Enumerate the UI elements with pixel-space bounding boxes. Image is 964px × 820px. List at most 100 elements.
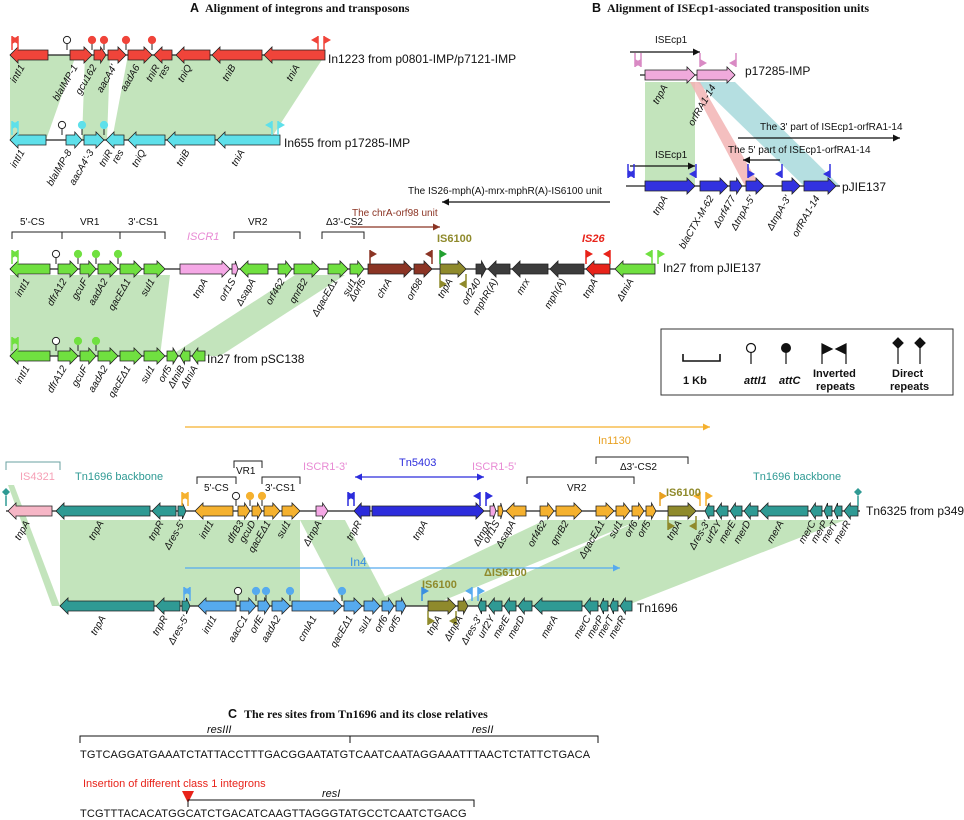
row-name-in1223: In1223 from p0801-IMP/p7121-IMP — [328, 52, 516, 66]
gene-sul1b-r3 — [349, 259, 365, 279]
atti1-r5 — [231, 491, 241, 506]
legend-direct-repeat-right — [914, 337, 926, 364]
shade-isecp1-tnpA — [645, 82, 695, 186]
legend-direct-line1: Direct — [892, 368, 924, 380]
isecp1-label-bottom: ISEcp1 — [655, 150, 688, 161]
gene-dfrA12-r3 — [57, 260, 79, 278]
shade-tni-module — [112, 55, 325, 140]
gene-aacC1-r6 — [239, 596, 257, 616]
ir-r6-is6100-bottom-right — [449, 611, 457, 625]
part3-arrow — [738, 134, 900, 142]
gene-dfrB3-r5 — [237, 501, 251, 521]
seg-label-3cs1-r3: 3'-CS1 — [128, 217, 159, 228]
gene-orf1S-r3 — [231, 260, 239, 278]
gene-aacA4-r1 — [107, 46, 127, 64]
is26-unit-label: The IS26-mph(A)-mrx-mphR(A)-IS6100 unit — [408, 186, 602, 197]
dr-r5-right — [854, 488, 862, 506]
gene-aacA4-3-r2 — [83, 131, 105, 149]
gene-aadA2-r4 — [97, 347, 119, 365]
panel-c-letter: C — [228, 707, 237, 721]
ir-r4-left2 — [11, 337, 19, 351]
gene-sul1b-r5 — [615, 501, 631, 521]
label-r4-5: sul1 — [139, 364, 158, 385]
gene-is6100-tnpA-r5 — [667, 502, 697, 520]
scale-bar — [682, 354, 721, 362]
gene-orf477-b-bottom — [729, 176, 743, 196]
gene-res3-r6 — [477, 597, 487, 615]
label-r3-6: tnpA — [191, 277, 211, 301]
gene-dtnpA2-r5 — [489, 502, 497, 520]
ir-chra-left — [369, 250, 377, 264]
attc-r3-1 — [73, 249, 83, 264]
gene-intI1-r3 — [9, 260, 51, 278]
gene-sapA-r3 — [239, 260, 269, 278]
ir-r6-in4-right2 — [477, 587, 485, 601]
dr-r5-left — [2, 488, 10, 506]
in1130-span-arrow — [185, 423, 710, 431]
gene-tnpA5-b-bottom — [745, 177, 765, 195]
gene-merA-r5 — [759, 502, 809, 520]
seg-label-vr2-r3: VR2 — [248, 217, 268, 228]
insertion-label: Insertion of different class 1 integrons — [83, 778, 266, 790]
ir-tn5403-left2 — [347, 492, 355, 506]
ir-b-top-left2 — [634, 53, 642, 67]
part3-label: The 3' part of ISEcp1-orfRA1-14 — [760, 122, 903, 133]
ir-r2-right2 — [277, 121, 285, 135]
gene-aadA2-r3 — [97, 260, 119, 278]
gene-cmlA1-r6 — [291, 597, 343, 615]
ir-is6100-left — [439, 250, 447, 264]
bracket-vr2-r3 — [233, 231, 301, 239]
shade-tnpA-5-part — [690, 82, 760, 186]
legend-inverted-repeat-right — [834, 343, 847, 364]
attc-r3-2 — [91, 249, 101, 264]
gene-merT-r5 — [833, 502, 843, 520]
gene-is26-tnpA-r3 — [585, 260, 611, 278]
shade-5cs-region — [185, 520, 300, 606]
gene-aadA6-r1 — [127, 46, 153, 64]
tn1696-backbone-label-left: Tn1696 backbone — [75, 471, 163, 483]
tn5403-label: Tn5403 — [399, 457, 436, 469]
gene-is6100-tnpA-r6 — [427, 597, 457, 615]
resi-label: resI — [322, 788, 340, 800]
legend-scale-label: 1 Kb — [683, 375, 707, 387]
gene-tniR-r2 — [105, 131, 125, 149]
seg-label-vr2-r5: VR2 — [567, 483, 587, 494]
in4-span-arrow — [185, 564, 620, 572]
ir-r5-is6100-left — [659, 492, 667, 506]
legend-inverted-repeat-left — [821, 343, 834, 364]
label-r2-tniB: tniB — [174, 148, 192, 169]
label-b-bottom-5: orfRA1-14 — [790, 194, 823, 239]
gene-tniA-r1 — [263, 46, 326, 64]
gene-mphA-r3 — [549, 260, 585, 278]
attc-r5-1 — [245, 491, 255, 506]
legend-attc-label: attC — [779, 375, 801, 387]
label-r3-14: chrA — [375, 277, 395, 301]
d-is6100-label-r6: ΔIS6100 — [484, 567, 527, 579]
attc-r4-1 — [73, 336, 83, 351]
gene-res5-r6 — [181, 597, 191, 615]
gene-gcuF-r3 — [79, 259, 97, 279]
gene-orf240-r3 — [475, 259, 487, 279]
label-r6-7: cmlA1 — [296, 614, 319, 644]
gene-is6100-tnpA-r3 — [439, 260, 467, 278]
ir-r2-right — [265, 121, 273, 135]
homology-shading-layer — [8, 55, 845, 606]
legend-inverted-line1: Inverted — [813, 368, 856, 380]
panel-c-res-sites: resIII resII TGTCAGGATGAAATCTATTACCTTTGA… — [79, 724, 599, 820]
label-r6-2: Δres-5' — [166, 613, 192, 648]
gene-tniQ-r1 — [175, 46, 211, 64]
shade-tn1696-right — [455, 520, 845, 606]
label-b-bottom-4: ΔtnpA-3' — [765, 193, 795, 233]
label-r2-res: res — [110, 148, 126, 166]
label-b-bottom-0: tnpA — [651, 194, 671, 218]
gene-qnrB2-r3 — [293, 260, 321, 278]
label-r6-4: aacC1 — [227, 614, 251, 645]
ir-r2-left2 — [11, 121, 19, 135]
gene-merD-r5 — [743, 501, 759, 521]
row-name-tn6325: Tn6325 from p34983-59.134kb — [866, 504, 964, 518]
shade-3cs-region — [365, 520, 640, 606]
gene-arrows-layer — [7, 45, 859, 616]
label-r6-0: tnpA — [89, 614, 109, 638]
gene-tniR-r1 — [153, 46, 173, 64]
ir-r6-is6100-left — [421, 587, 429, 601]
